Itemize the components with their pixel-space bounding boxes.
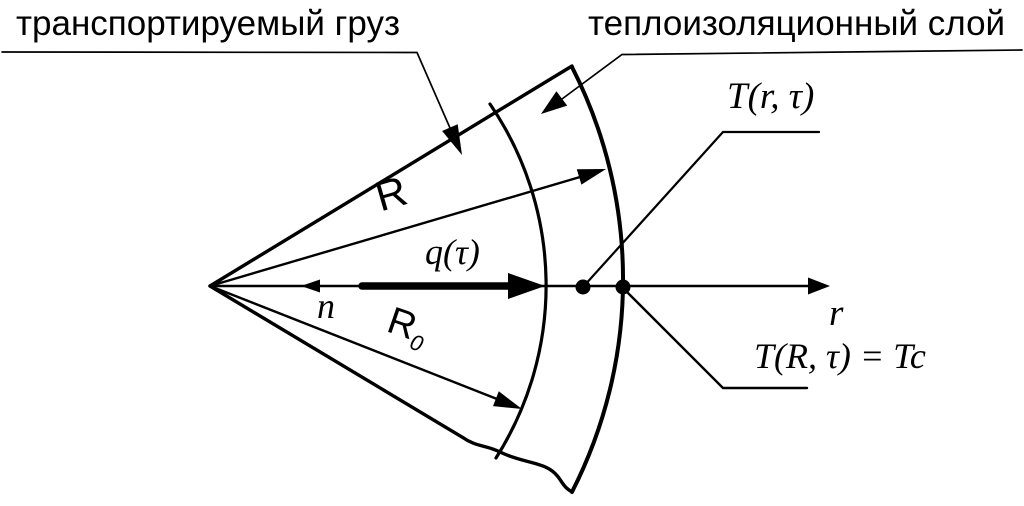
sector-upper-edge [208, 64, 574, 288]
cargo-label: транспортируемый груз [16, 4, 401, 43]
inner-arc [488, 102, 548, 460]
temperature-function-label: T(r, τ) [727, 76, 815, 117]
temperature-point-dot [575, 279, 591, 295]
outer-arc [570, 65, 625, 494]
inner-radius-arrowhead [493, 391, 522, 409]
boundary-condition-label: T(R, τ) = Tc [754, 336, 926, 376]
r-axis-arrowhead [808, 277, 830, 295]
normal-arrowhead [301, 279, 320, 293]
cargo-leader-arrowhead [442, 124, 462, 155]
cargo-leader-line [1, 51, 451, 129]
radial-axis-label: r [829, 293, 844, 334]
heat-flux-label: q(τ) [425, 232, 480, 272]
boundary-point-dot [615, 279, 631, 295]
insulation-label: теплоизоляционный слой [588, 4, 1006, 43]
inner-radius-arrow-shaft [208, 284, 499, 401]
sector-lower-edge-break-line [208, 284, 574, 494]
outer-radius-arrowhead [576, 169, 606, 185]
outer-radius-arrow-shaft [208, 175, 582, 288]
heat-flux-arrowhead [508, 273, 545, 299]
insulation-leader-arrowhead [541, 91, 568, 114]
temperature-function-leader [581, 130, 821, 289]
normal-vector-label: n [317, 286, 335, 326]
boundary-condition-leader [621, 286, 809, 390]
insulation-leader-line [561, 49, 1023, 100]
